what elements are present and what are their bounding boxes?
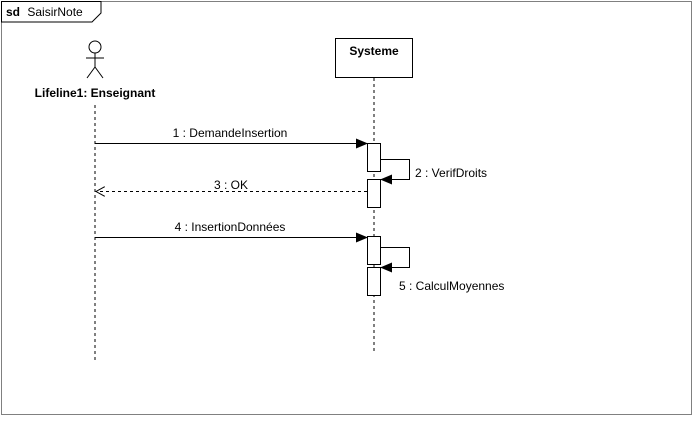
message-label: 2 : VerifDroits [415, 166, 487, 180]
participant-box [335, 38, 413, 78]
message-5[interactable]: 5 : CalculMoyennes [380, 247, 505, 294]
frame-title: sd SaisirNote [6, 5, 83, 19]
message-label: 4 : InsertionDonnées [175, 220, 286, 234]
message-label: 5 : CalculMoyennes [399, 279, 504, 293]
frame-name: SaisirNote [27, 5, 83, 19]
message-arrow [380, 247, 410, 273]
participant-systeme[interactable]: Systeme [335, 38, 413, 78]
actor-label: Lifeline1: Enseignant [35, 86, 156, 100]
activation-bar [367, 236, 381, 265]
message-4[interactable]: 4 : InsertionDonnées [95, 220, 368, 243]
message-3[interactable]: 3 : OK [96, 178, 367, 192]
message-2[interactable]: 2 : VerifDroits [380, 159, 488, 185]
message-label: 1 : DemandeInsertion [173, 126, 288, 140]
message-1[interactable]: 1 : DemandeInsertion [95, 126, 368, 149]
activation-bar [367, 267, 381, 296]
frame-keyword: sd [6, 5, 20, 19]
activation-bar [367, 143, 381, 172]
message-arrow [380, 159, 410, 185]
message-label: 3 : OK [214, 178, 248, 192]
activation-bar [367, 179, 381, 208]
participant-label: Systeme [349, 44, 399, 58]
actor-lifeline1-enseignant[interactable]: Lifeline1: Enseignant [35, 40, 156, 100]
stick-figure-icon [86, 40, 104, 79]
frame-tab [1, 1, 102, 23]
